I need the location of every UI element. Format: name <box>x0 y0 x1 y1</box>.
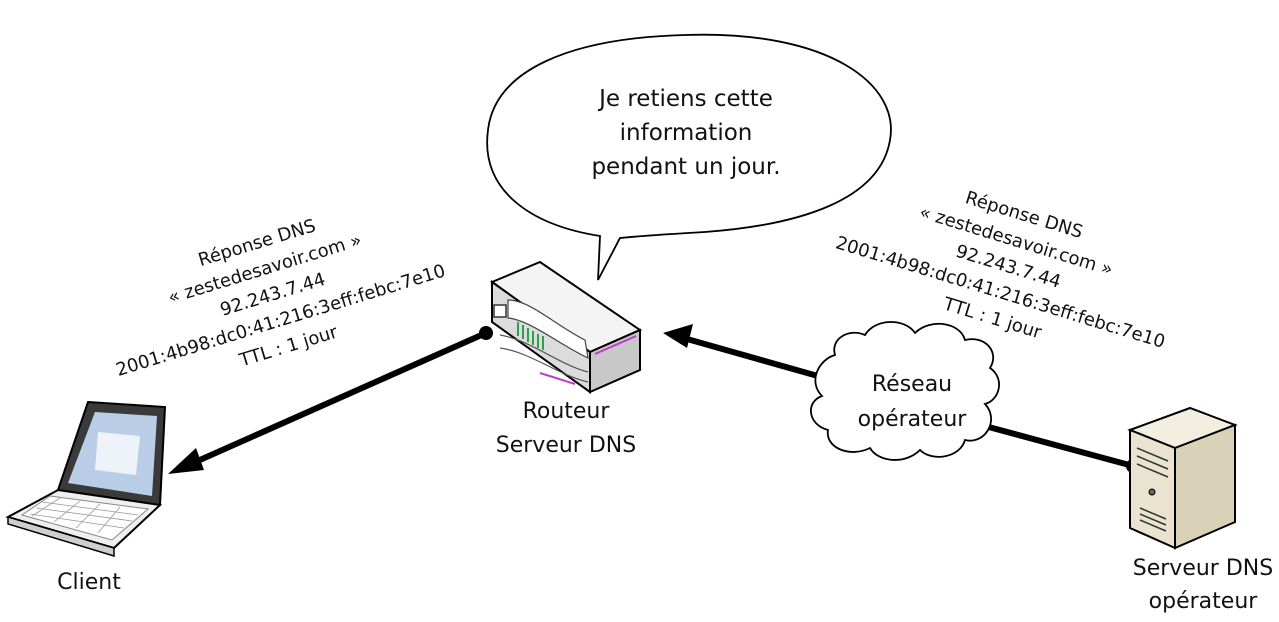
link-network-to-router <box>663 324 833 383</box>
router-leds <box>517 322 544 350</box>
speech-bubble: Je retiens cette information pendant un … <box>486 33 892 281</box>
network-label-line-2: opérateur <box>858 407 968 432</box>
link-server-to-network <box>984 423 1140 473</box>
bubble-line-3: pendant un jour. <box>591 154 780 180</box>
link-router-to-client <box>168 326 493 474</box>
server-tower-icon <box>1127 406 1238 550</box>
router-icon <box>489 260 643 394</box>
network-label-line-1: Réseau <box>872 372 952 397</box>
client-label: Client <box>57 570 121 595</box>
connector-dot-router-left <box>479 326 493 340</box>
bubble-line-1: Je retiens cette <box>597 86 773 112</box>
laptop-icon <box>5 400 167 558</box>
arrowhead-client <box>168 448 204 474</box>
router-label-line-1: Routeur <box>523 399 611 424</box>
cloud-icon <box>810 321 1000 461</box>
arrowhead-router <box>663 324 693 348</box>
bubble-line-2: information <box>620 120 753 146</box>
operator-server-label-line-1: Serveur DNS <box>1133 556 1273 581</box>
operator-server-label-line-2: opérateur <box>1149 589 1259 614</box>
response-left-line-4: 2001:4b98:dc0:41:216:3eff:febc:7e10 <box>114 260 448 380</box>
router-label-line-2: Serveur DNS <box>496 433 636 458</box>
